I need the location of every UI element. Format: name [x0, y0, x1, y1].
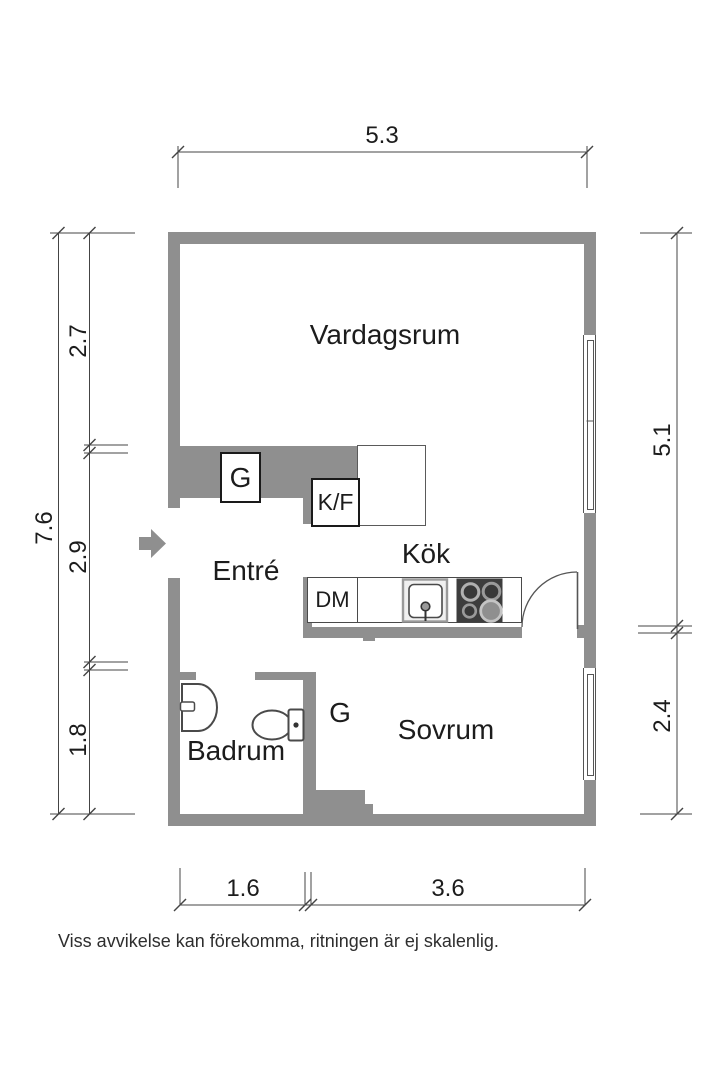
door-swing: [521, 571, 579, 629]
bedroom-window-frame: [587, 674, 594, 776]
bathroom-sink-icon: [179, 683, 218, 732]
wall-tab-kitchen: [363, 633, 375, 641]
wall-bath-stub-left: [180, 672, 196, 680]
wall-bedroom-shaft: [303, 790, 365, 814]
wall-stub-door: [577, 625, 584, 638]
dim-bottom-left: 1.6: [226, 875, 260, 902]
dishwasher-label: DM: [315, 587, 350, 612]
closet-box: G: [220, 452, 261, 503]
living-room-window-frame: [587, 340, 594, 510]
wall-kitchen-south: [303, 627, 522, 638]
fridge-freezer-box: K/F: [311, 478, 360, 527]
wall-bottom: [168, 814, 596, 826]
wall-top: [168, 232, 596, 244]
wall-left-lower: [168, 578, 180, 826]
closet-label: G: [229, 461, 252, 493]
wall-right-middle: [584, 513, 596, 668]
toilet-icon: [251, 708, 305, 742]
wall-left-upper: [168, 232, 180, 508]
kitchen-label: Kök: [401, 538, 451, 569]
dishwasher-box: DM: [308, 578, 358, 622]
stove-icon: [456, 578, 503, 623]
living-room-label: Vardagsrum: [309, 319, 461, 350]
disclaimer-text: Viss avvikelse kan förekomma, ritningen …: [58, 931, 499, 951]
wall-interior-vertical: [303, 672, 316, 814]
kitchen-sink-icon: [401, 578, 449, 623]
dim-top-width: 5.3: [365, 122, 399, 149]
kitchen-upper-counter: [357, 445, 426, 526]
dimension-lines: [50, 146, 692, 906]
entrance-arrow-icon: [139, 529, 166, 558]
dimension-ticks: [52, 145, 684, 912]
fridge-freezer-label: K/F: [317, 489, 354, 515]
wall-right-upper: [584, 232, 596, 335]
wall-tab-bedroom: [365, 804, 373, 814]
wall-bath-stub-right: [255, 672, 303, 680]
wall-right-lower: [584, 778, 596, 826]
bedroom-label: Sovrum: [397, 714, 495, 745]
entry-label: Entré: [212, 555, 280, 586]
bedroom-closet-label: G: [329, 697, 351, 728]
wall-stub-fridge: [303, 498, 312, 524]
dim-bottom-right: 3.6: [431, 875, 465, 902]
